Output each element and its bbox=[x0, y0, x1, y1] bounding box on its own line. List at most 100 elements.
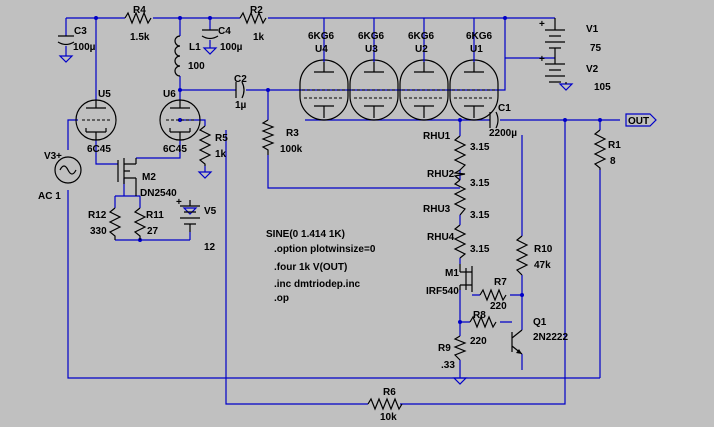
v1-val: 75 bbox=[590, 43, 602, 54]
capacitors bbox=[57, 29, 499, 129]
u3-val: 6KG6 bbox=[358, 31, 385, 42]
r10-val: 47k bbox=[534, 260, 551, 271]
svg-text:+: + bbox=[539, 54, 545, 65]
rhu2-symbol bbox=[453, 169, 466, 181]
u6-tube bbox=[159, 99, 201, 141]
u6-ref: U6 bbox=[163, 89, 176, 100]
directive-four: .four 1k V(OUT) bbox=[274, 262, 347, 273]
out-port-label: OUT bbox=[628, 116, 649, 127]
u5-val: 6C45 bbox=[87, 144, 111, 155]
u5-tube bbox=[75, 99, 117, 141]
component-labels: R4 1.5k R2 1k C3 100µ C4 100µ L1 100 C2 … bbox=[38, 5, 621, 423]
r2-ref: R2 bbox=[250, 5, 263, 16]
pentodes-6kg6 bbox=[299, 18, 499, 121]
r12-val: 330 bbox=[90, 226, 107, 237]
rhu3-ref: RHU3 bbox=[423, 204, 451, 215]
u1-ref: U1 bbox=[470, 44, 483, 55]
r2-symbol bbox=[239, 11, 267, 25]
rhu2-val: 3.15 bbox=[470, 178, 490, 189]
m2-ref: M2 bbox=[142, 172, 156, 183]
u1-tube bbox=[449, 59, 499, 121]
r11-val: 27 bbox=[147, 226, 159, 237]
u3-ref: U3 bbox=[365, 44, 378, 55]
m2-mosfet bbox=[117, 158, 137, 196]
r9-symbol bbox=[453, 335, 467, 361]
c2-symbol bbox=[235, 81, 245, 99]
r3-symbol bbox=[261, 119, 275, 155]
r5-symbol bbox=[198, 125, 212, 166]
r11-ref: R11 bbox=[146, 210, 164, 221]
r6-val: 10k bbox=[380, 412, 397, 423]
r1-val: 8 bbox=[610, 156, 616, 167]
c3-val: 100µ bbox=[73, 42, 96, 53]
m1-mosfet bbox=[459, 264, 473, 292]
c2-val: 1µ bbox=[235, 100, 247, 111]
rhu4-symbol bbox=[453, 224, 467, 259]
u1-val: 6KG6 bbox=[466, 31, 493, 42]
v2-val: 105 bbox=[594, 82, 611, 93]
junctions bbox=[94, 16, 602, 324]
l1-val: 100 bbox=[188, 61, 205, 72]
svg-text:+: + bbox=[176, 197, 182, 208]
m1-ref: M1 bbox=[445, 268, 459, 279]
r6-ref: R6 bbox=[383, 387, 396, 398]
c1-val: 2200µ bbox=[489, 128, 517, 139]
r1-symbol bbox=[593, 129, 607, 170]
triodes-6c45 bbox=[75, 99, 201, 141]
c1-symbol bbox=[489, 111, 499, 129]
r8-ref: R8 bbox=[473, 310, 486, 321]
rhu1-val: 3.15 bbox=[470, 142, 490, 153]
spice-directives: SINE(0 1.414 1K) .option plotwinsize=0 .… bbox=[266, 229, 376, 304]
rhu1-ref: RHU1 bbox=[423, 131, 451, 142]
directive-op: .op bbox=[274, 293, 289, 304]
r3-val: 100k bbox=[280, 144, 303, 155]
l1-ref: L1 bbox=[189, 42, 201, 53]
directive-inc: .inc dmtriodep.inc bbox=[274, 279, 361, 290]
rhu3-val: 3.15 bbox=[470, 210, 490, 221]
v2-ref: V2 bbox=[586, 64, 599, 75]
c3-symbol bbox=[57, 35, 75, 46]
r5-ref: R5 bbox=[215, 133, 228, 144]
c4-ref: C4 bbox=[218, 26, 231, 37]
svg-text:+: + bbox=[56, 151, 62, 162]
r1-ref: R1 bbox=[608, 140, 621, 151]
v3-ref: V3 bbox=[44, 151, 57, 162]
v3-sine-source: + bbox=[54, 151, 82, 184]
v1-ref: V1 bbox=[586, 24, 599, 35]
batteries: + + + bbox=[176, 18, 567, 232]
v3-val: AC 1 bbox=[38, 191, 61, 202]
v5-ref: V5 bbox=[204, 206, 217, 217]
directive-option: .option plotwinsize=0 bbox=[274, 244, 376, 255]
r9-val: .33 bbox=[441, 360, 455, 371]
c1-ref: C1 bbox=[498, 103, 511, 114]
q1-val: 2N2222 bbox=[533, 332, 568, 343]
u4-tube bbox=[299, 59, 349, 121]
r10-symbol bbox=[515, 235, 529, 276]
r6-symbol bbox=[367, 397, 403, 411]
v5-val: 12 bbox=[204, 242, 216, 253]
m1-val: IRF540 bbox=[426, 286, 459, 297]
r2-val: 1k bbox=[253, 32, 265, 43]
r7-symbol bbox=[479, 288, 507, 302]
rhu1-symbol bbox=[453, 135, 467, 171]
r7-ref: R7 bbox=[494, 277, 507, 288]
out-port: OUT bbox=[625, 113, 657, 127]
c4-val: 100µ bbox=[220, 42, 243, 53]
r8-symbol bbox=[469, 315, 497, 329]
u4-ref: U4 bbox=[315, 44, 328, 55]
l1-symbol bbox=[174, 35, 181, 77]
r10-ref: R10 bbox=[534, 244, 553, 255]
r4-symbol bbox=[124, 11, 152, 25]
u6-val: 6C45 bbox=[163, 144, 187, 155]
u4-val: 6KG6 bbox=[308, 31, 335, 42]
r8-val: 220 bbox=[470, 336, 487, 347]
rhu2-ref: RHU2 bbox=[427, 169, 455, 180]
r4-ref: R4 bbox=[133, 5, 146, 16]
r7-val: 220 bbox=[490, 301, 507, 312]
directive-sine: SINE(0 1.414 1K) bbox=[266, 229, 345, 240]
rhu3-symbol bbox=[453, 179, 467, 216]
r4-val: 1.5k bbox=[130, 32, 150, 43]
c2-ref: C2 bbox=[234, 74, 247, 85]
r9-ref: R9 bbox=[438, 343, 451, 354]
